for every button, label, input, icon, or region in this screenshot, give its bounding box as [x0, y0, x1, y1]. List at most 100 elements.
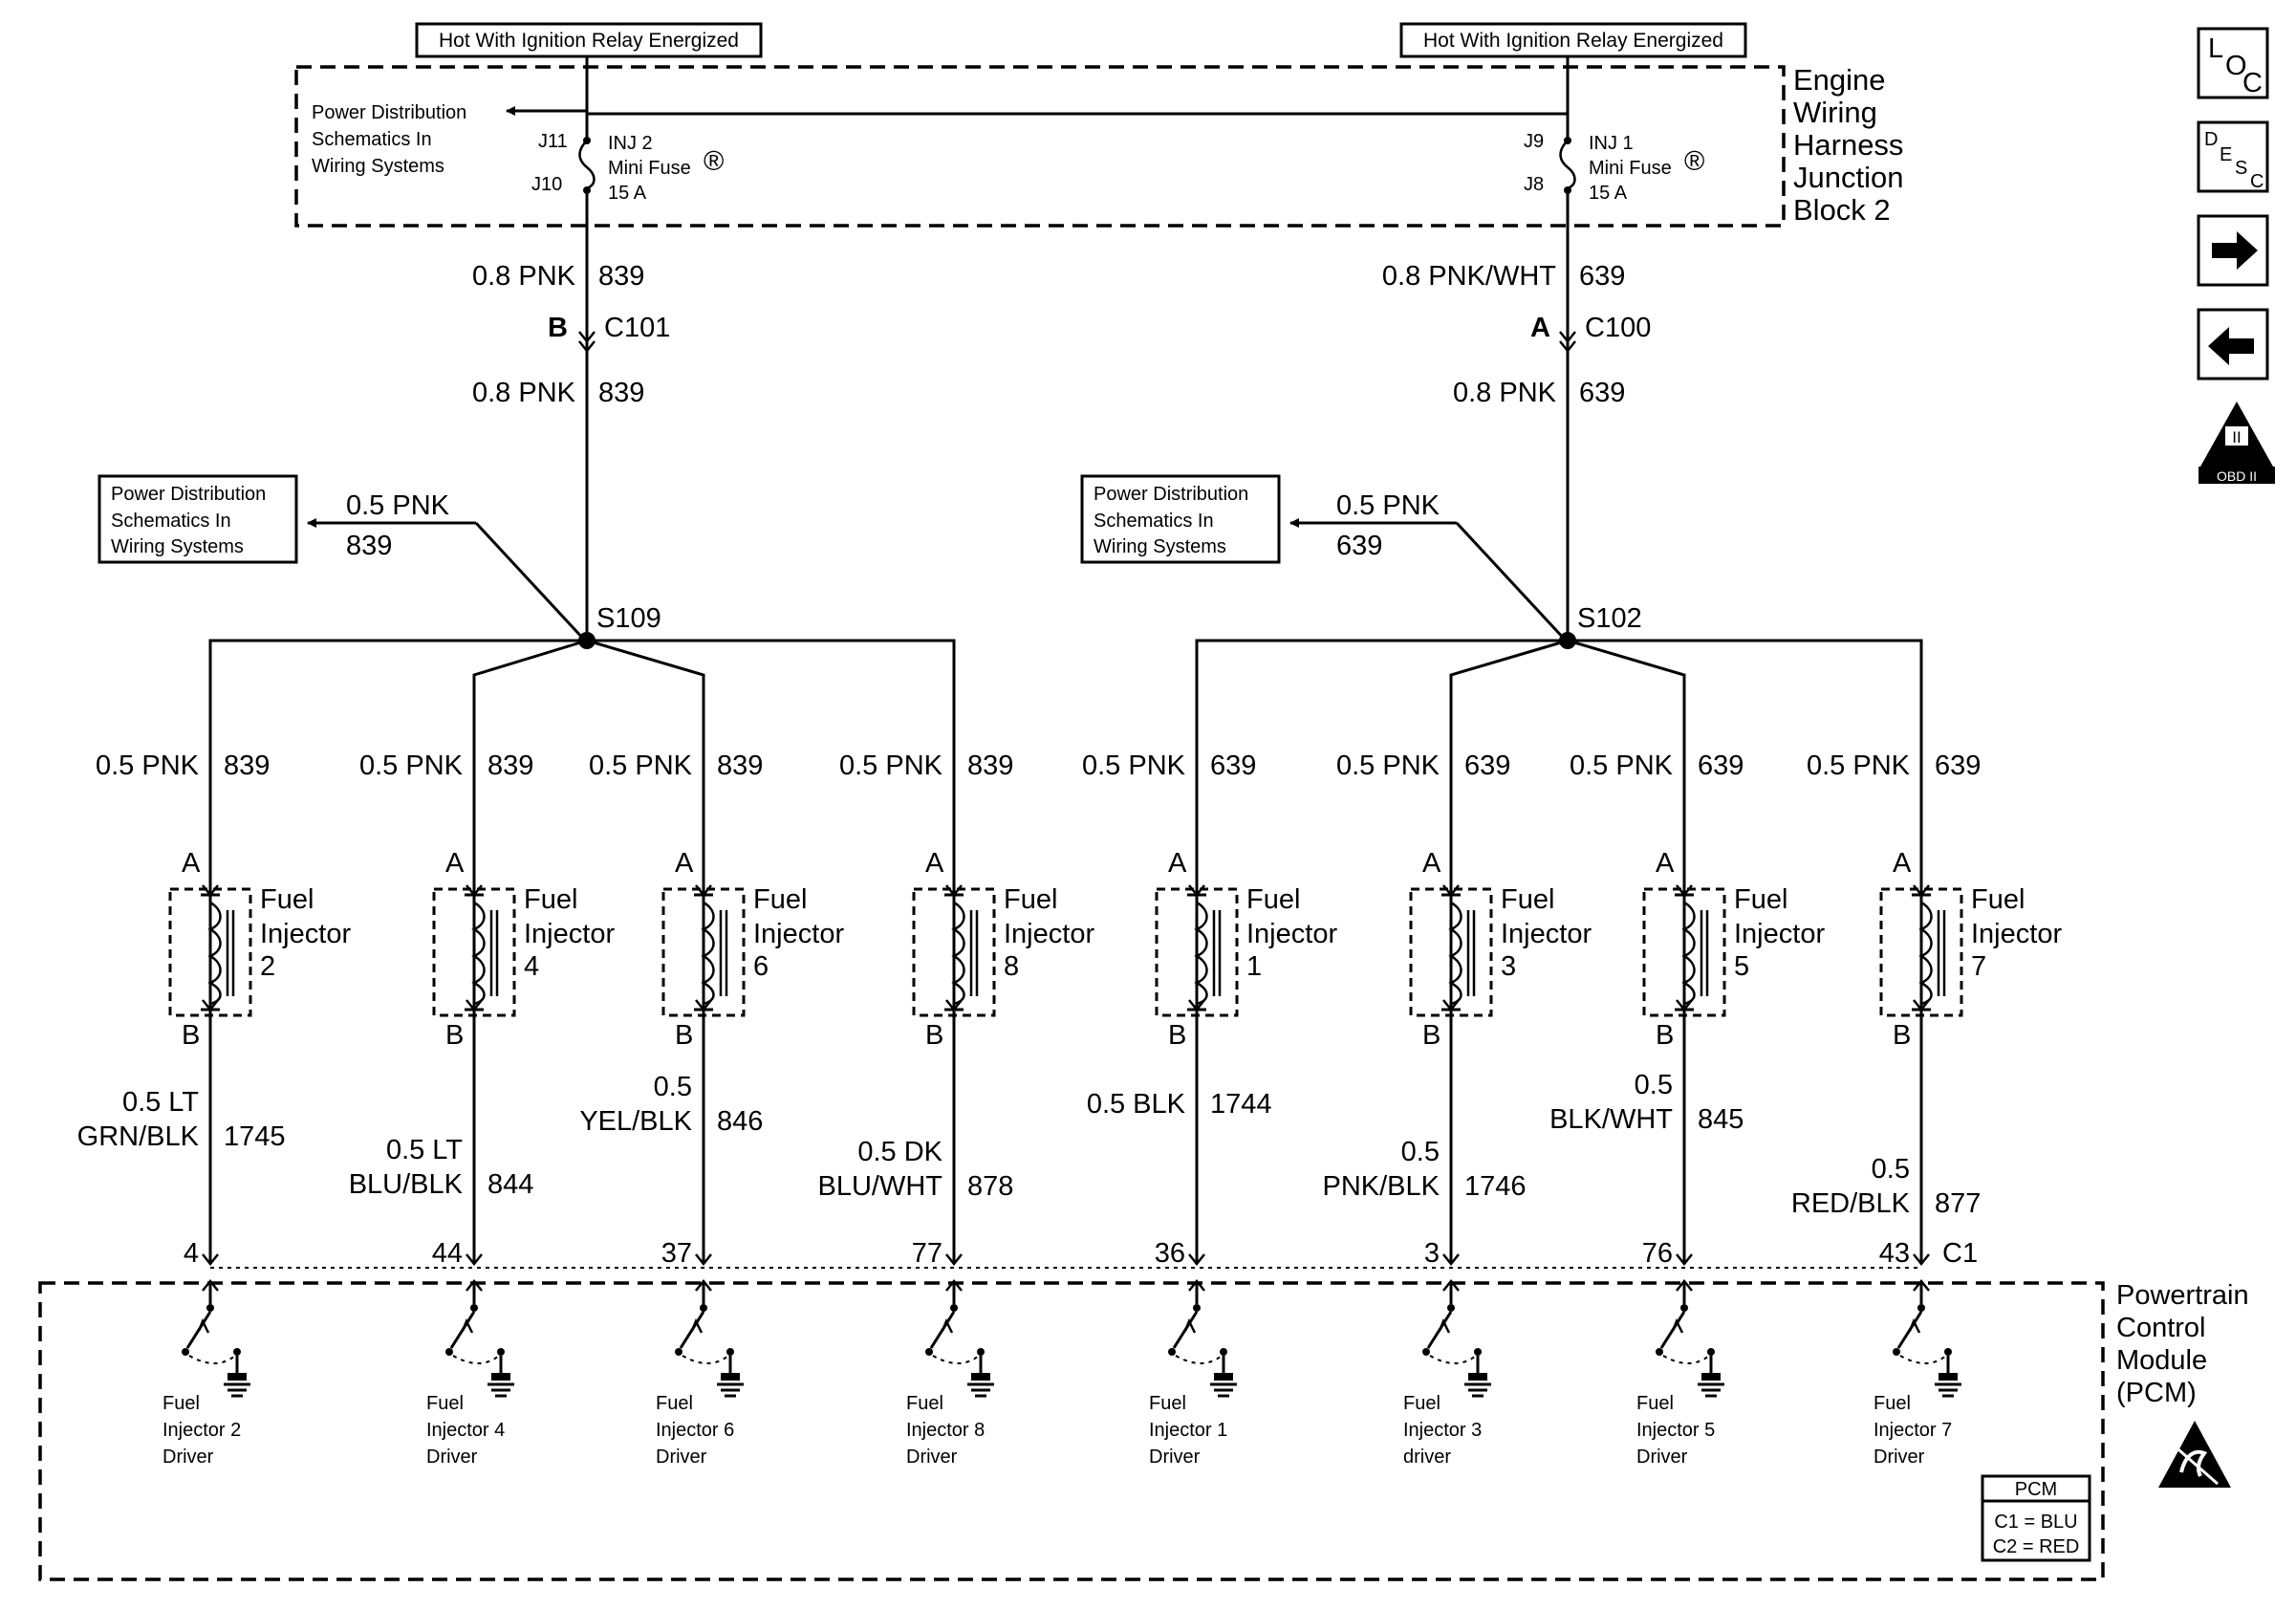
injector-pin-a: A [925, 848, 944, 879]
injector-bottom-wire-color: 0.5 LT [122, 1087, 199, 1118]
injector-body [1642, 887, 1726, 1017]
pcm-pin-number: 3 [1424, 1238, 1440, 1269]
fuse-inj2: J11 J10 INJ 2 Mini Fuse ® 15 A [531, 131, 724, 204]
ground-icon [971, 1373, 990, 1381]
power-dist-box-line: Schematics In [111, 511, 231, 532]
pcm-title-line: Control [2116, 1313, 2206, 1343]
driver-label-line: Driver [1636, 1447, 1688, 1468]
injector-bottom-wire-color: 0.5 LT [386, 1135, 463, 1165]
splice-s109-label: S109 [596, 603, 661, 634]
driver-label-line: Injector 2 [162, 1420, 241, 1441]
junction-power-dist-ref: Power Distribution Schematics In Wiring … [312, 102, 466, 177]
injector-number: 6 [753, 951, 769, 982]
driver-label-line: Injector 1 [1149, 1420, 1227, 1441]
feed-right-pin: A [1530, 313, 1550, 343]
driver-label-line: Fuel [426, 1393, 464, 1414]
loc-letter: O [2225, 51, 2247, 81]
injector-bottom-circuit: 846 [717, 1106, 763, 1137]
branch-wire-injector-5 [1567, 639, 1686, 1262]
splice-s102-label: S102 [1577, 603, 1642, 634]
junction-title-line: Block 2 [1793, 193, 1891, 227]
ground-icon [227, 1373, 247, 1381]
driver-label-line: driver [1403, 1447, 1451, 1468]
driver-label-line: Driver [162, 1447, 214, 1468]
injector-top-circuit: 839 [487, 751, 533, 781]
driver-label-line: Injector 3 [1403, 1420, 1482, 1441]
previous-page-arrow-icon[interactable] [2197, 308, 2269, 381]
fuse-inj2-line: Mini Fuse [608, 158, 691, 179]
injector-top-circuit: 639 [1464, 751, 1510, 781]
hot-label-right: Hot With Ignition Relay Energized [1399, 22, 1747, 58]
feed-right-wire-upper: 0.8 PNK/WHT [1382, 261, 1556, 292]
pcm-title: Powertrain Control Module (PCM) [2116, 1280, 2249, 1408]
loc-letter: L [2208, 33, 2223, 64]
feed-left-circuit-lower: 839 [598, 378, 644, 408]
branch-wire-injector-8 [587, 639, 956, 1262]
injector-number: 3 [1501, 951, 1516, 982]
power-dist-box-line: Wiring Systems [111, 536, 244, 557]
injector-label-line: Fuel [1004, 884, 1057, 915]
branch-wire-injector-4 [472, 639, 588, 1262]
fuse-inj2-line: INJ 2 [608, 133, 653, 154]
pcm-table-row: C1 = BLU [1994, 1512, 2077, 1533]
pcm-title-line: Powertrain [2116, 1280, 2249, 1311]
feed-right-circuit-upper: 639 [1579, 261, 1625, 292]
injector-top-wire-color: 0.5 PNK [1082, 751, 1186, 781]
injector-pin-a: A [1168, 848, 1187, 879]
junction-power-dist-line: Wiring Systems [312, 156, 444, 177]
junction-block-title: Engine Wiring Harness Junction Block 2 [1793, 63, 1903, 227]
driver-label-line: Driver [656, 1447, 707, 1468]
power-dist-box-line: Wiring Systems [1094, 536, 1226, 557]
injector-pin-a: A [675, 848, 694, 879]
fuse-inj2-line: 15 A [608, 183, 647, 204]
injector-pin-b: B [1168, 1020, 1186, 1051]
injector-bottom-circuit: 844 [487, 1169, 533, 1200]
pcm-pin-number: 44 [432, 1238, 463, 1269]
description-icon[interactable]: D E S C [2197, 120, 2269, 193]
injector-label-line: Injector [260, 919, 351, 949]
injector-bottom-wire-color: 0.5 [654, 1072, 692, 1102]
injector-body [1155, 887, 1239, 1017]
driver-label-line: Driver [1874, 1447, 1925, 1468]
power-dist-box-line: Power Distribution [1094, 484, 1248, 505]
pcm-pin-number: 37 [661, 1238, 692, 1269]
injector-top-circuit: 639 [1935, 751, 1981, 781]
pcm-table-title: PCM [2015, 1479, 2057, 1500]
driver-label-line: Injector 6 [656, 1420, 734, 1441]
pcm-terminal-icon [1442, 1253, 1460, 1267]
connector-c101: C101 [604, 313, 670, 343]
junction-title-line: Junction [1793, 161, 1903, 194]
injector-top-wire-color: 0.5 PNK [589, 751, 693, 781]
location-icon[interactable]: L O C [2197, 27, 2269, 99]
injector-body [912, 887, 996, 1017]
injector-label-line: Fuel [1734, 884, 1787, 915]
power-dist-wire-left [474, 521, 587, 642]
driver-label-line: Fuel [162, 1393, 200, 1414]
junction-block-outline [294, 65, 1786, 228]
obd-ii-icon[interactable]: II OBD II [2199, 402, 2275, 484]
next-page-arrow-icon[interactable] [2197, 214, 2269, 287]
driver-label-line: Fuel [656, 1393, 693, 1414]
injector-label-line: Injector [524, 919, 615, 949]
injector-number: 8 [1004, 951, 1019, 982]
injector-label-line: Fuel [753, 884, 807, 915]
power-dist-left-circuit: 839 [346, 531, 392, 561]
injector-pin-a: A [445, 848, 465, 879]
fuse-inj1-line: INJ 1 [1589, 133, 1634, 154]
fuse-inj1-line: 15 A [1589, 183, 1628, 204]
obd-label: OBD II [2217, 468, 2257, 484]
injector-label-line: Injector [1501, 919, 1592, 949]
injector-number: 2 [260, 951, 275, 982]
pcm-terminal-icon [695, 1253, 712, 1267]
injector-pin-a: A [1656, 848, 1675, 879]
injector-top-circuit: 839 [967, 751, 1013, 781]
ground-icon [1468, 1373, 1487, 1381]
injector-bottom-wire-color: GRN/BLK [77, 1121, 200, 1152]
injector-body [168, 887, 252, 1017]
injector-bottom-circuit: 1745 [224, 1121, 286, 1152]
